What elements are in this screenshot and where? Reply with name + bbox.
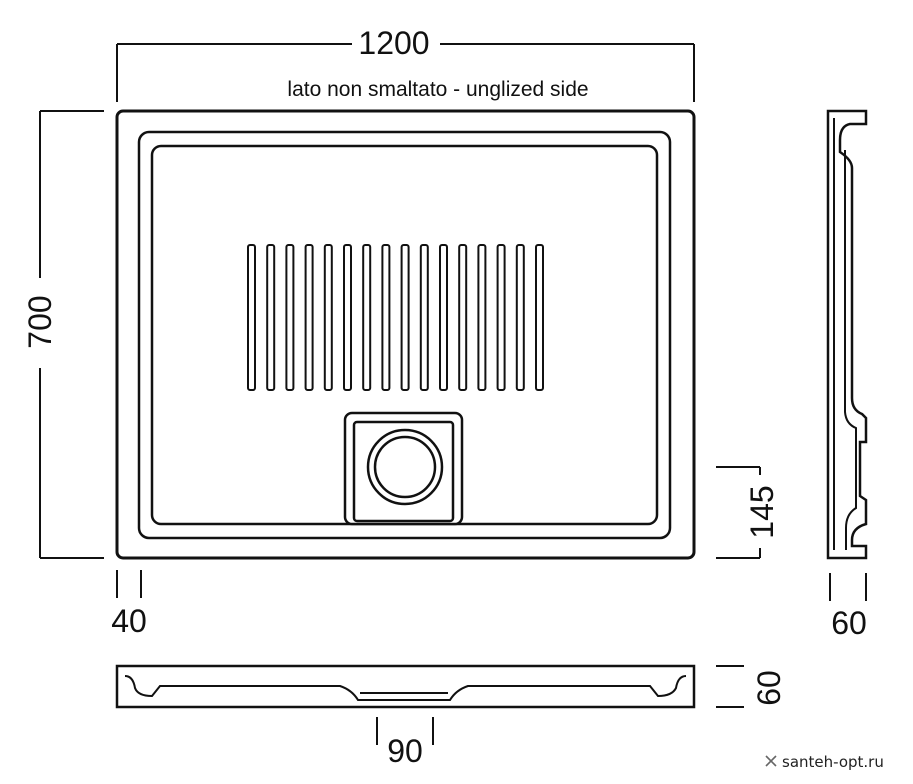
drain-offset-label: 145 (744, 485, 780, 538)
front-section-view (115, 664, 696, 709)
drain-slot (515, 244, 525, 391)
width-label: 1200 (358, 25, 429, 61)
drain-offset-dimension: 145 (716, 466, 780, 559)
drain-slot (247, 244, 256, 391)
rim-dimension: 40 (111, 570, 147, 639)
side-section-view (826, 109, 868, 560)
cross-icon (765, 755, 777, 767)
drain-slot (285, 244, 295, 391)
side-depth-label: 60 (831, 605, 867, 641)
drain-slot (496, 244, 506, 391)
rim-label: 40 (111, 603, 147, 639)
drain-slot (439, 244, 448, 391)
front-depth-dimension: 60 (716, 665, 787, 708)
drain-width-label: 90 (387, 733, 423, 769)
tray-top-view (115, 109, 696, 560)
drain-slot (458, 244, 468, 391)
drain-slots (247, 244, 544, 391)
watermark-text: santeh-opt.ru (782, 753, 884, 771)
drain-inner-ring (373, 435, 437, 499)
drain-slot (323, 244, 333, 391)
drain-slot (477, 244, 487, 391)
drain-slot (362, 244, 372, 391)
watermark: santeh-opt.ru (765, 753, 884, 771)
drain-slot (381, 244, 391, 391)
drain-slot (343, 244, 352, 391)
width-dimension: 1200 (116, 25, 695, 102)
front-depth-label: 60 (751, 670, 787, 706)
drain-slot (266, 244, 276, 391)
height-dimension: 700 (22, 110, 104, 559)
height-label: 700 (22, 295, 58, 348)
drain-slot (535, 244, 544, 391)
side-depth-dimension: 60 (829, 573, 867, 641)
drain-slot (419, 244, 429, 391)
drain-slot (304, 244, 314, 391)
drain-slot (400, 244, 410, 391)
drain-width-dimension: 90 (376, 717, 434, 769)
unglazed-side-note: lato non smaltato - unglized side (287, 78, 588, 101)
